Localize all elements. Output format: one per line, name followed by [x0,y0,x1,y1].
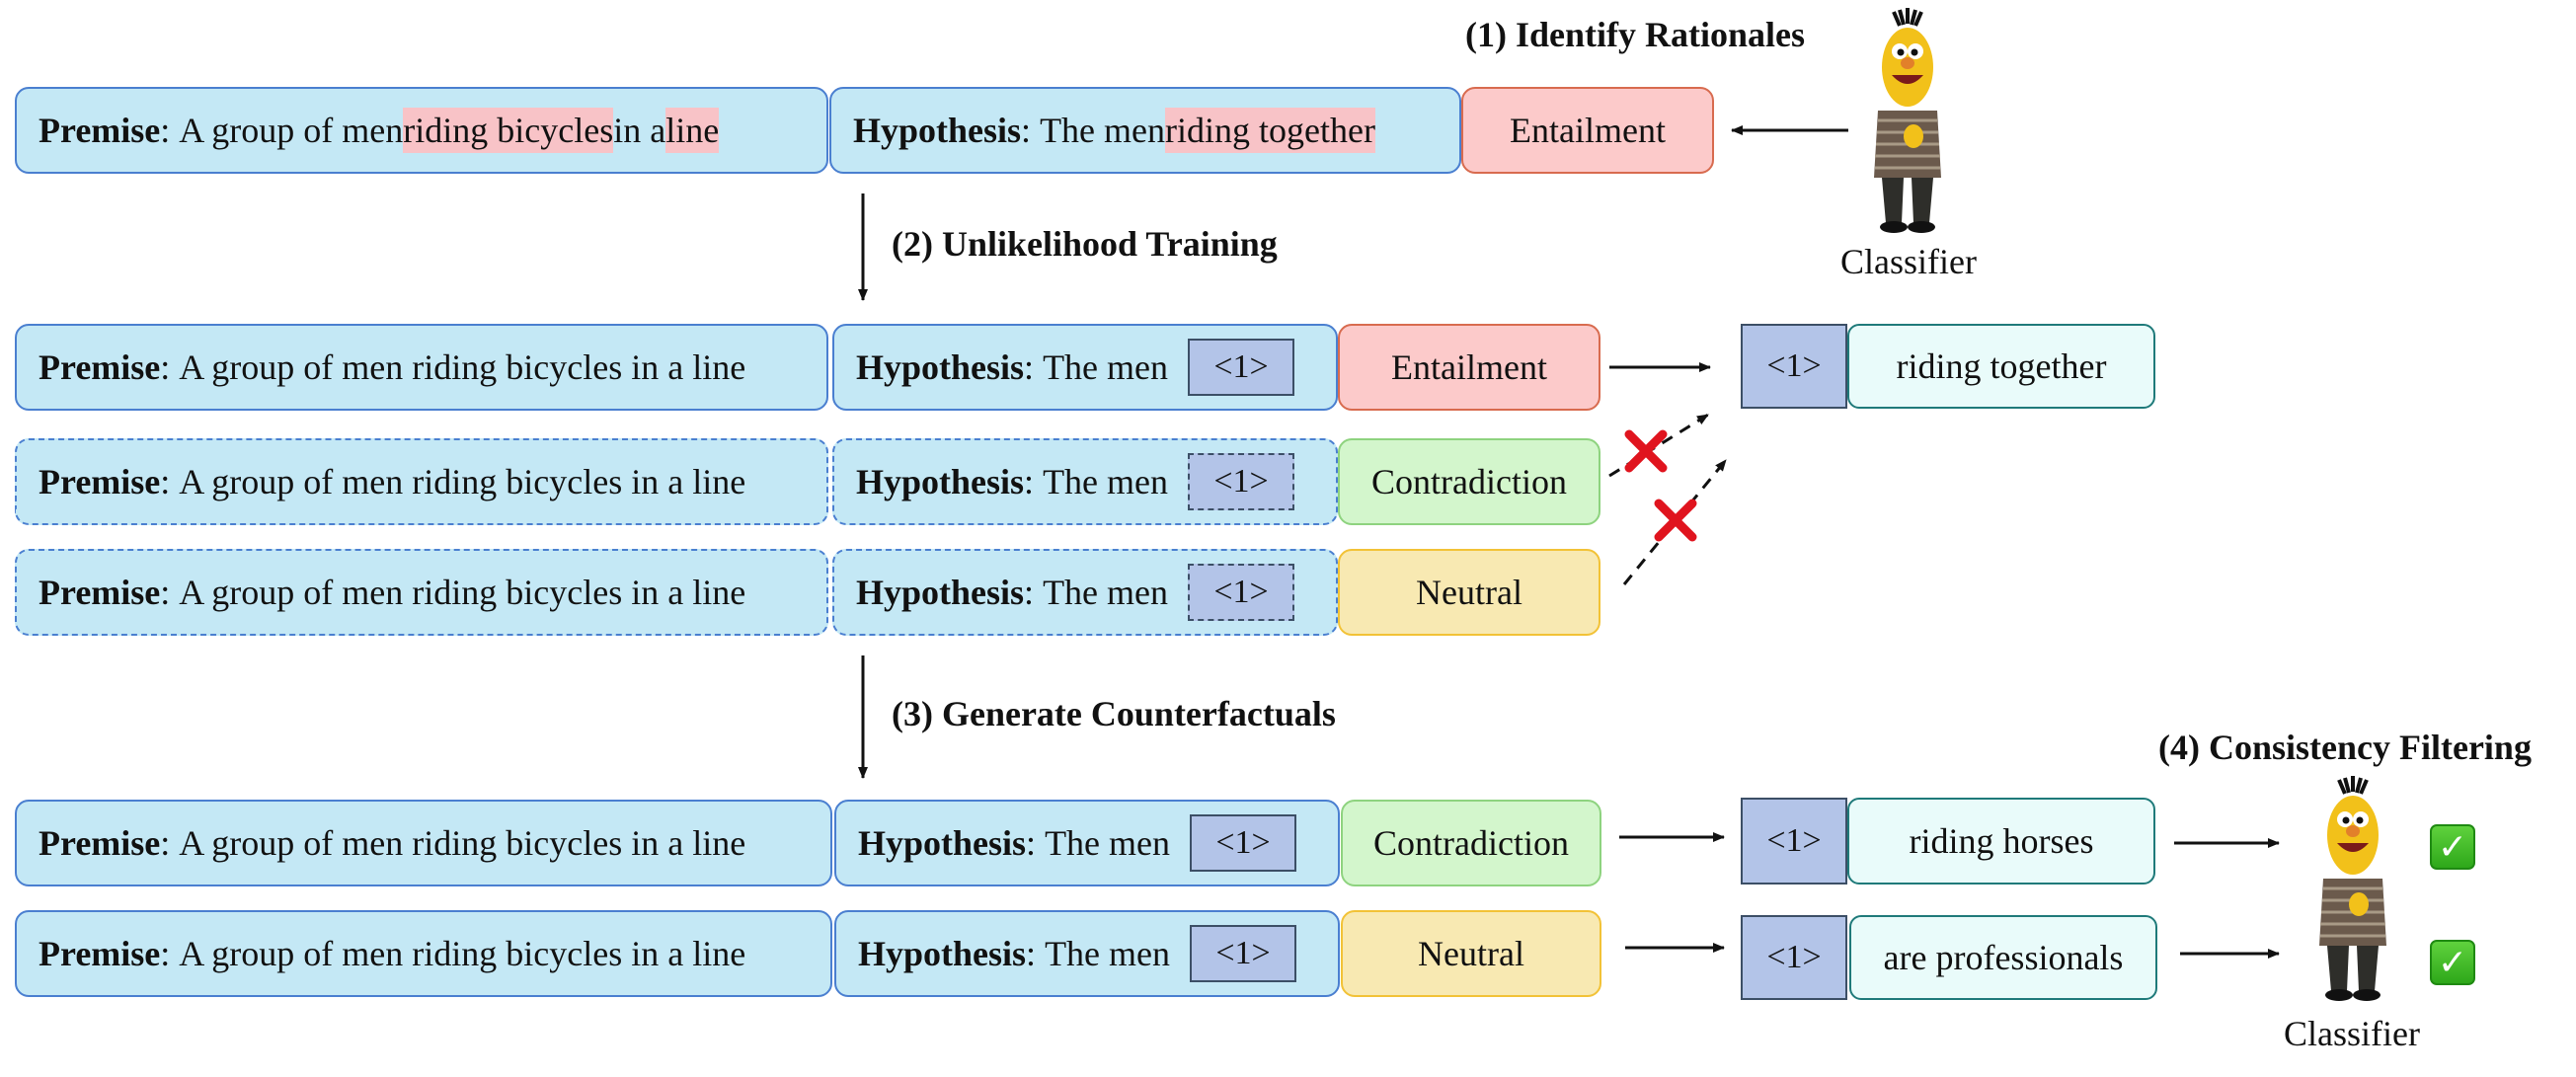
premise-label: Premise [39,934,161,973]
rationale-highlight: riding bicycles [403,108,614,153]
output-mask-token: <1> [1741,915,1847,1000]
premise-text: A group of men riding bicycles in a line [179,462,746,501]
label-entailment-row2: Entailment [1338,324,1600,411]
hypothesis-text: The men [1043,462,1169,501]
premise-box-row3: Premise: A group of men riding bicycles … [15,438,828,525]
premise-box-row2: Premise: A group of men riding bicycles … [15,324,828,411]
label-entailment-row1: Entailment [1461,87,1714,174]
premise-box-row5: Premise: A group of men riding bicycles … [15,800,832,886]
hypothesis-box-row1: Hypothesis: The men riding together [829,87,1461,174]
mask-token: <1> [1188,453,1295,510]
premise-label: Premise [39,573,161,612]
label-neutral-row6: Neutral [1341,910,1601,997]
hypothesis-text: The men [1045,934,1171,973]
output-mask-token: <1> [1741,324,1847,409]
bert-muppet-icon [2319,776,2386,1001]
premise-label: Premise [39,823,161,863]
hypothesis-text: The men [1043,347,1169,387]
output-mask-token: <1> [1741,798,1847,885]
premise-box-row4: Premise: A group of men riding bicycles … [15,549,828,636]
hypothesis-label: Hypothesis [858,934,1027,973]
hypothesis-box-row4: Hypothesis: The men<1> [832,549,1338,636]
label-neutral-row4: Neutral [1338,549,1600,636]
premise-text-part: in a [613,111,666,150]
hypothesis-label: Hypothesis [856,573,1025,612]
premise-box-row1: Premise: A group of men riding bicycles … [15,87,828,174]
label-contradiction-row3: Contradiction [1338,438,1600,525]
premise-text-part: A group of men [179,111,404,150]
step-identify-title: (1) Identify Rationales [1465,15,1805,54]
step-generate-title: (3) Generate Counterfactuals [892,694,1336,733]
green-check-icon: ✓ [2430,940,2475,985]
mask-token: <1> [1188,339,1295,396]
red-cross-icon [1654,499,1697,542]
counterfactual-output-1: riding horses [1847,798,2155,885]
mask-token: <1> [1188,564,1295,621]
hypothesis-label: Hypothesis [856,347,1025,387]
step-filter-title: (4) Consistency Filtering [2158,728,2532,767]
hypothesis-text: The men [1045,823,1171,863]
premise-label: Premise [39,347,161,387]
output-target-text: riding together [1847,324,2155,409]
rationale-highlight: line [665,108,720,153]
premise-text: A group of men riding bicycles in a line [179,823,746,863]
hypothesis-box-row2: Hypothesis: The men<1> [832,324,1338,411]
premise-text: A group of men riding bicycles in a line [179,573,746,612]
hypothesis-box-row6: Hypothesis: The men<1> [834,910,1340,997]
arrow-neutral-rejected [1622,459,1728,585]
premise-label: Premise [39,111,161,150]
step-unlikelihood-title: (2) Unlikelihood Training [892,224,1278,264]
premise-box-row6: Premise: A group of men riding bicycles … [15,910,832,997]
hypothesis-text-part: The men [1040,111,1166,150]
rationale-highlight: riding together [1165,108,1375,153]
counterfactual-output-2: are professionals [1849,915,2157,1000]
hypothesis-text: The men [1043,573,1169,612]
premise-label: Premise [39,462,161,501]
green-check-icon: ✓ [2430,824,2475,870]
hypothesis-box-row3: Hypothesis: The men<1> [832,438,1338,525]
premise-text: A group of men riding bicycles in a line [179,347,746,387]
hypothesis-label: Hypothesis [856,462,1025,501]
premise-text: A group of men riding bicycles in a line [179,934,746,973]
classifier-caption-bottom: Classifier [2284,1014,2420,1053]
bert-muppet-icon [1874,8,1941,233]
hypothesis-label: Hypothesis [853,111,1022,150]
hypothesis-label: Hypothesis [858,823,1027,863]
classifier-caption-top: Classifier [1840,242,1977,281]
mask-token: <1> [1190,814,1297,872]
mask-token: <1> [1190,925,1297,982]
label-contradiction-row5: Contradiction [1341,800,1601,886]
red-cross-icon [1624,429,1668,473]
hypothesis-box-row5: Hypothesis: The men<1> [834,800,1340,886]
